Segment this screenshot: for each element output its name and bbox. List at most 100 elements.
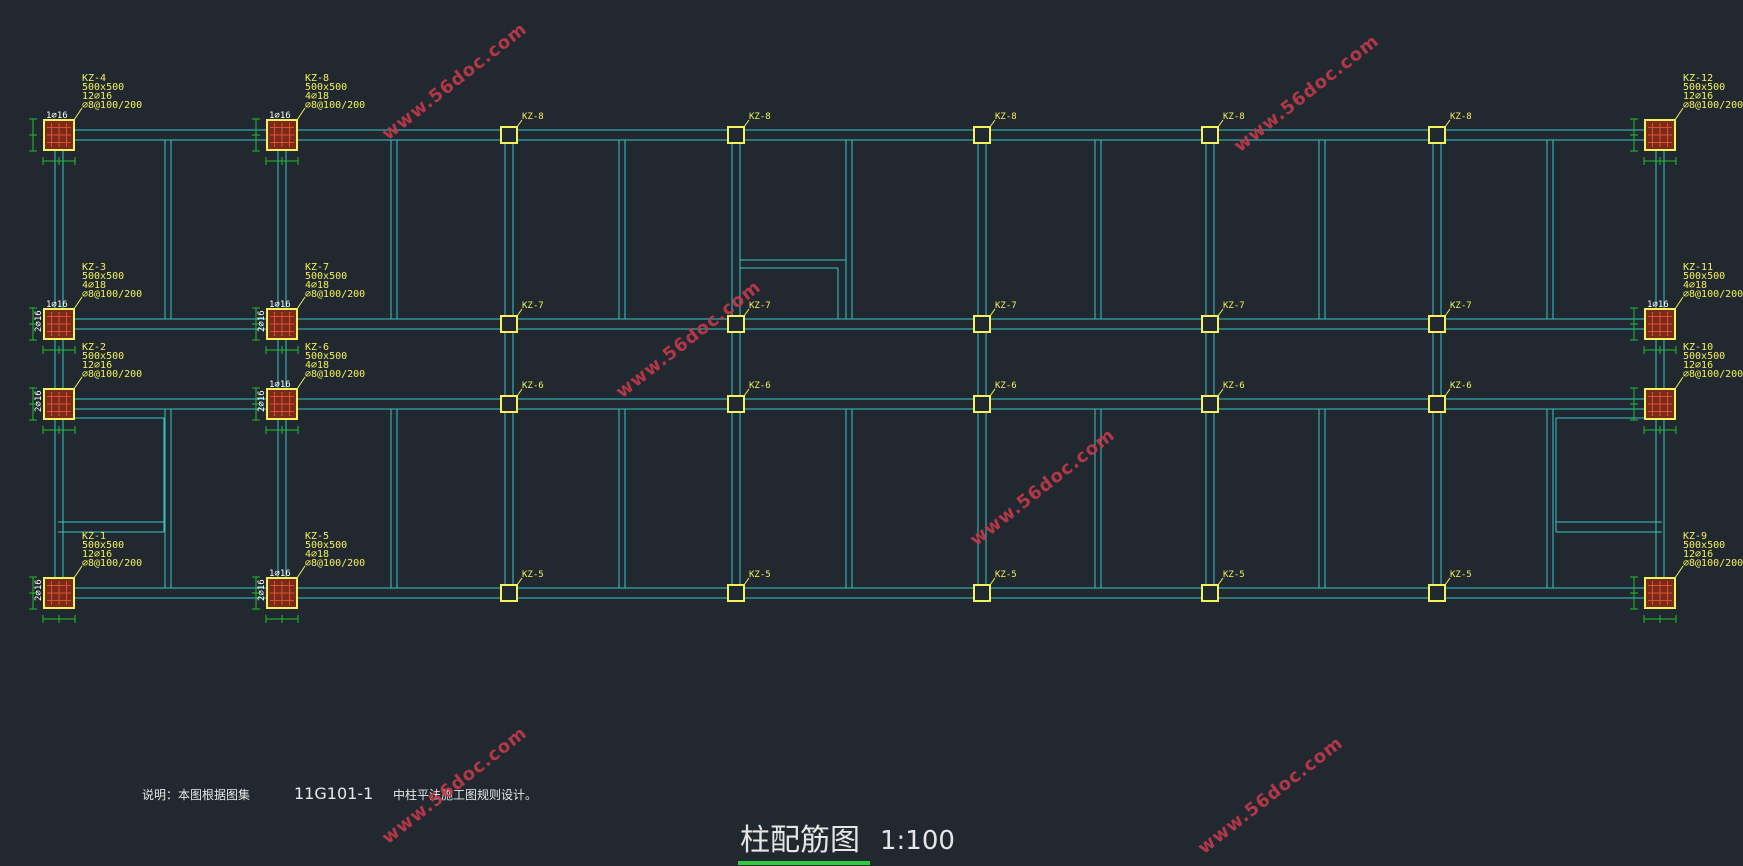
side-rebar-label: 2⌀16 <box>257 579 267 601</box>
column-square <box>1201 584 1219 602</box>
edge-column <box>29 565 83 623</box>
column-rebar: 12⌀16 <box>1683 549 1713 560</box>
leader-line <box>1217 119 1224 128</box>
leader-line <box>73 376 83 390</box>
title-underline <box>738 861 870 865</box>
edge-column <box>29 296 83 354</box>
column-rebar: 12⌀16 <box>82 91 112 102</box>
column-id: KZ-11 <box>1683 262 1713 273</box>
column-stirrup: ⌀8@100/200 <box>1683 558 1743 569</box>
corner-rebar: 1⌀16 <box>46 111 68 121</box>
column-size: 500x500 <box>305 82 347 93</box>
interior-column <box>500 119 523 144</box>
column-id: KZ-6 <box>1450 381 1472 391</box>
column-square <box>1428 126 1446 144</box>
column-size: 500x500 <box>82 540 124 551</box>
side-rebar-label: 2⌀16 <box>34 579 44 601</box>
column-stirrup: ⌀8@100/200 <box>305 100 365 111</box>
interior-column <box>727 119 750 144</box>
leader-line <box>296 296 306 310</box>
leader-line <box>1444 388 1451 397</box>
side-rebar-label: 2⌀16 <box>34 390 44 412</box>
column-square <box>1428 315 1446 333</box>
column-id: KZ-5 <box>1223 570 1245 580</box>
edge-column <box>252 565 306 623</box>
column-size: 500x500 <box>1683 351 1725 362</box>
column-square <box>727 315 745 333</box>
leader-line <box>1217 308 1224 317</box>
column-id: KZ-5 <box>522 570 544 580</box>
column-size: 500x500 <box>82 82 124 93</box>
column-stirrup: ⌀8@100/200 <box>82 100 142 111</box>
edge-column <box>252 376 306 434</box>
column-rebar: 12⌀16 <box>1683 91 1713 102</box>
column-id: KZ-8 <box>995 112 1017 122</box>
column-id: KZ-7 <box>995 301 1017 311</box>
column-id: KZ-10 <box>1683 342 1713 353</box>
interior-column <box>1201 119 1224 144</box>
leader-line <box>1674 376 1684 390</box>
column-id: KZ-9 <box>1683 531 1707 542</box>
column-square <box>1201 315 1219 333</box>
leader-line <box>989 577 996 586</box>
leader-line <box>989 119 996 128</box>
edge-column <box>1630 296 1684 354</box>
column-stirrup: ⌀8@100/200 <box>305 558 365 569</box>
column-size: 500x500 <box>82 351 124 362</box>
interior-column <box>1428 308 1451 333</box>
leader-line <box>989 388 996 397</box>
leader-line <box>743 308 750 317</box>
column-size: 500x500 <box>1683 82 1725 93</box>
edge-column <box>1630 376 1684 434</box>
column-stirrup: ⌀8@100/200 <box>82 558 142 569</box>
column-rebar: 4⌀18 <box>305 549 329 560</box>
leader-line <box>73 565 83 579</box>
column-square <box>1428 584 1446 602</box>
interior-column <box>973 308 996 333</box>
column-id: KZ-7 <box>749 301 771 311</box>
leader-line <box>516 577 523 586</box>
leader-line <box>1217 388 1224 397</box>
corner-rebar: 1⌀16 <box>46 300 68 310</box>
leader-line <box>73 296 83 310</box>
design-note-suffix: 中柱平法施工图规则设计。 <box>393 788 538 802</box>
leader-line <box>1217 577 1224 586</box>
leader-line <box>516 119 523 128</box>
interior-column <box>973 119 996 144</box>
leader-line <box>1444 577 1451 586</box>
corner-rebar: 1⌀16 <box>1647 300 1669 310</box>
side-rebar-label: 2⌀16 <box>34 310 44 332</box>
column-size: 500x500 <box>305 540 347 551</box>
interior-column <box>1201 388 1224 413</box>
column-size: 500x500 <box>305 271 347 282</box>
column-stirrup: ⌀8@100/200 <box>1683 100 1743 111</box>
leader-line <box>73 107 83 121</box>
interior-column <box>727 308 750 333</box>
leader-line <box>516 308 523 317</box>
column-square <box>973 126 991 144</box>
corner-rebar: 1⌀16 <box>269 569 291 579</box>
interior-column <box>500 577 523 602</box>
column-id: KZ-6 <box>995 381 1017 391</box>
column-square <box>727 584 745 602</box>
interior-column <box>973 577 996 602</box>
column-size: 500x500 <box>1683 540 1725 551</box>
column-id: KZ-3 <box>82 262 106 273</box>
column-id: KZ-2 <box>82 342 106 353</box>
leader-line <box>516 388 523 397</box>
leader-line <box>743 577 750 586</box>
column-id: KZ-7 <box>305 262 329 273</box>
column-rebar: 12⌀16 <box>82 549 112 560</box>
column-id: KZ-7 <box>522 301 544 311</box>
interior-column <box>1428 119 1451 144</box>
edge-column <box>252 296 306 354</box>
column-id: KZ-7 <box>1223 301 1245 311</box>
interior-column <box>727 388 750 413</box>
leader-line <box>743 119 750 128</box>
column-id: KZ-8 <box>1223 112 1245 122</box>
column-id: KZ-5 <box>749 570 771 580</box>
leader-line <box>1674 565 1684 579</box>
column-id: KZ-8 <box>305 73 329 84</box>
column-id: KZ-12 <box>1683 73 1713 84</box>
